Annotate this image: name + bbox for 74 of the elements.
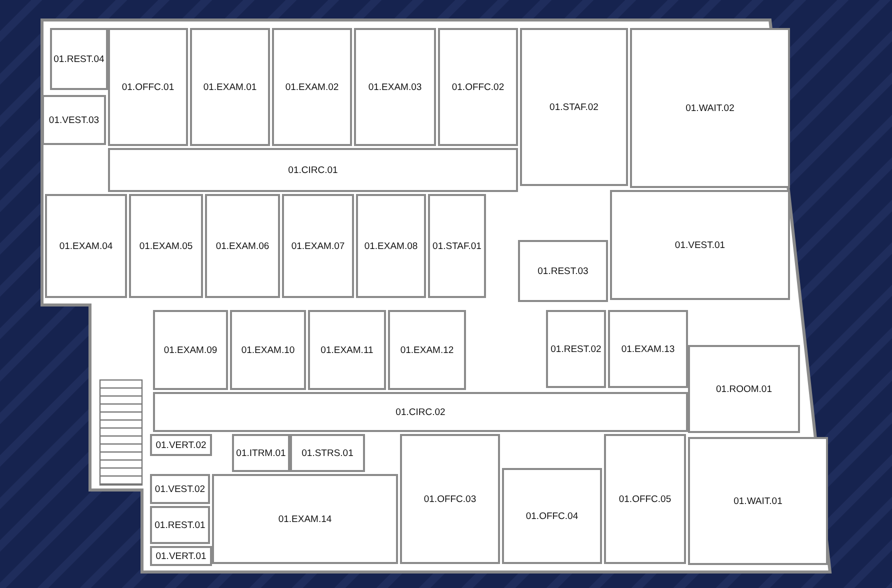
room <box>610 190 790 300</box>
room-label: 01.EXAM.02 <box>285 82 339 92</box>
room <box>400 434 500 564</box>
room <box>42 95 106 145</box>
room <box>150 506 210 544</box>
room <box>50 28 108 90</box>
room-label: 01.OFFC.04 <box>526 510 578 522</box>
room-label: 01.REST.03 <box>538 266 588 276</box>
room <box>630 28 790 188</box>
room <box>108 148 518 192</box>
room <box>150 474 210 504</box>
room <box>129 194 203 298</box>
room <box>108 28 188 146</box>
room <box>205 194 280 298</box>
room <box>546 310 606 388</box>
room-label: 01.OFFC.03 <box>424 494 476 504</box>
room <box>45 194 127 298</box>
room-label: 01.ITRM.01 <box>236 448 286 458</box>
room-label: 01.STAF.02 <box>550 102 598 112</box>
room <box>190 28 270 146</box>
room-label: 01.EXAM.10 <box>241 344 295 356</box>
room-label: 01.VEST.01 <box>674 240 726 250</box>
room <box>232 434 290 472</box>
room <box>428 194 486 298</box>
room-label: 01.STAF.01 <box>432 240 482 252</box>
room-label: 01.EXAM.01 <box>203 82 257 92</box>
room-label: 01.EXAM.08 <box>364 240 418 252</box>
room-label: 01.EXAM.04 <box>59 240 113 252</box>
room-label: 01.REST.04 <box>54 54 104 64</box>
room <box>153 310 228 390</box>
room-label: 01.WAIT.01 <box>734 496 782 506</box>
room-label: 01.EXAM.11 <box>320 344 374 356</box>
room <box>290 434 365 472</box>
room <box>388 310 466 390</box>
room <box>150 546 212 566</box>
room <box>230 310 306 390</box>
room <box>520 28 628 186</box>
room-label: 01.OFFC.02 <box>452 82 504 92</box>
room <box>356 194 426 298</box>
room-label: 01.EXAM.13 <box>621 344 675 354</box>
room-label: 01.VERT.02 <box>156 440 206 450</box>
room-label: 01.EXAM.14 <box>278 514 332 524</box>
room-label: 01.EXAM.03 <box>368 82 422 92</box>
room <box>308 310 386 390</box>
room-label: 01.EXAM.07 <box>291 240 345 252</box>
room <box>272 28 352 146</box>
room-label: 01.REST.01 <box>154 520 206 530</box>
room <box>502 468 602 564</box>
room-label: 01.EXAM.06 <box>216 240 270 252</box>
room <box>212 474 398 564</box>
room-label: 01.WAIT.02 <box>686 102 734 114</box>
room-label: 01.OFFC.01 <box>122 82 174 92</box>
room <box>150 434 212 456</box>
room-label: 01.EXAM.05 <box>139 240 193 252</box>
room-label: 01.CIRC.02 <box>396 406 446 418</box>
room <box>604 434 686 564</box>
room <box>354 28 436 146</box>
room <box>282 194 354 298</box>
room <box>688 437 828 565</box>
room-label: 01.REST.02 <box>550 344 602 354</box>
room <box>438 28 518 146</box>
room-label: 01.ROOM.01 <box>716 384 772 394</box>
room <box>153 392 688 432</box>
room <box>608 310 688 388</box>
room-label: 01.CIRC.01 <box>288 164 338 176</box>
room-label: 01.OFFC.05 <box>618 494 672 504</box>
room-label: 01.VEST.03 <box>48 114 100 126</box>
room-label: 01.EXAM.12 <box>400 344 454 356</box>
room-label: 01.VERT.01 <box>156 550 206 562</box>
room-label: 01.VEST.02 <box>154 484 206 494</box>
room <box>518 240 608 302</box>
room-label: 01.STRS.01 <box>302 448 354 458</box>
room-label: 01.EXAM.09 <box>164 344 218 356</box>
room <box>688 345 800 433</box>
